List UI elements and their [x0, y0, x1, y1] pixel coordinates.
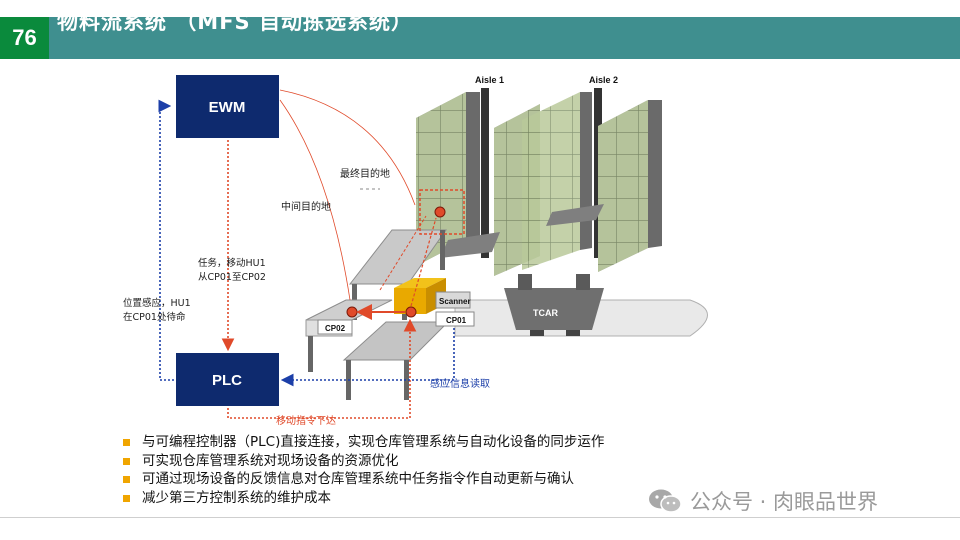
final-destination-label: 最终目的地 [340, 167, 390, 180]
position-sense-label: 位置感应，HU1 [123, 297, 191, 309]
plc-to-ewm-arrow [158, 99, 174, 381]
cp01-box [435, 311, 475, 327]
wechat-icon [649, 489, 682, 513]
tcar-vehicle [504, 274, 604, 336]
list-item: 减少第三方控制系统的维护成本 [121, 489, 604, 508]
footer-divider [0, 517, 960, 518]
final-destination-dot [434, 206, 446, 218]
tcar-label: TCAR [533, 308, 558, 318]
rack-aisle1-left [416, 92, 480, 266]
list-item: 可通过现场设备的反馈信息对仓库管理系统中任务指令作自动更新与确认 [121, 470, 604, 489]
transfer-platform-2 [546, 204, 604, 226]
rack-aisle2 [598, 100, 662, 272]
list-item: 可实现仓库管理系统对现场设备的资源优化 [121, 452, 604, 471]
scanner-label: Scanner [439, 297, 471, 306]
scanner-device [435, 291, 471, 309]
move-command-arrow [227, 318, 417, 419]
watermark: 公众号 · 肉眼品世界 [648, 486, 878, 516]
page-number-badge: 76 [0, 17, 49, 59]
header-bar [0, 17, 960, 59]
feature-list: 与可编程控制器（PLC)直接连接，实现仓库管理系统与自动化设备的同步运作 可实现… [121, 433, 604, 507]
hu-to-final-dashed [410, 217, 437, 307]
move-command-label: 移动指令下达 [276, 414, 336, 427]
position-wait-label: 在CP01处待命 [123, 311, 186, 323]
sensor-read-arrow [280, 328, 455, 387]
bullet-square-icon [123, 439, 130, 446]
ewm-label: EWM [209, 99, 246, 116]
task-route-label: 从CP01至CP02 [198, 272, 266, 283]
final-destination-box [419, 189, 465, 235]
task-label: 任务，移动HU1 [198, 257, 266, 269]
ewm-node [176, 75, 279, 138]
plc-label: PLC [212, 372, 242, 389]
page-title: 物料流系统 （MFS 自动拣选系统） [57, 10, 413, 34]
cp02-box [317, 319, 353, 335]
warehouse-illustration: TCAR Scanner CP01 CP02 [305, 75, 708, 400]
bullet-square-icon [123, 457, 130, 465]
transfer-platform-1 [440, 232, 500, 258]
intermediate-destination-label: 中间目的地 [281, 200, 331, 213]
bullet-square-icon [123, 476, 130, 483]
aisle2-label: Aisle 2 [589, 75, 618, 85]
sensor-read-label: 感应信息读取 [430, 377, 490, 390]
aisle1-pole [481, 88, 489, 258]
ewm-intermediate-curve [279, 99, 351, 301]
plc-node [176, 353, 279, 406]
cp01-label: CP01 [446, 316, 467, 325]
bullet-square-icon [123, 494, 130, 502]
cp02-dot [346, 306, 358, 318]
cp01-dot [405, 306, 417, 318]
ewm-final-curve [279, 89, 416, 206]
cp02-label: CP02 [325, 324, 346, 333]
intermediate-dashed [379, 215, 427, 291]
rack-aisle1-right [494, 92, 592, 276]
list-item: 与可编程控制器（PLC)直接连接，实现仓库管理系统与自动化设备的同步运作 [121, 433, 604, 452]
watermark-text: 公众号 · 肉眼品世界 [690, 490, 879, 514]
aisle1-label: Aisle 1 [475, 75, 504, 85]
